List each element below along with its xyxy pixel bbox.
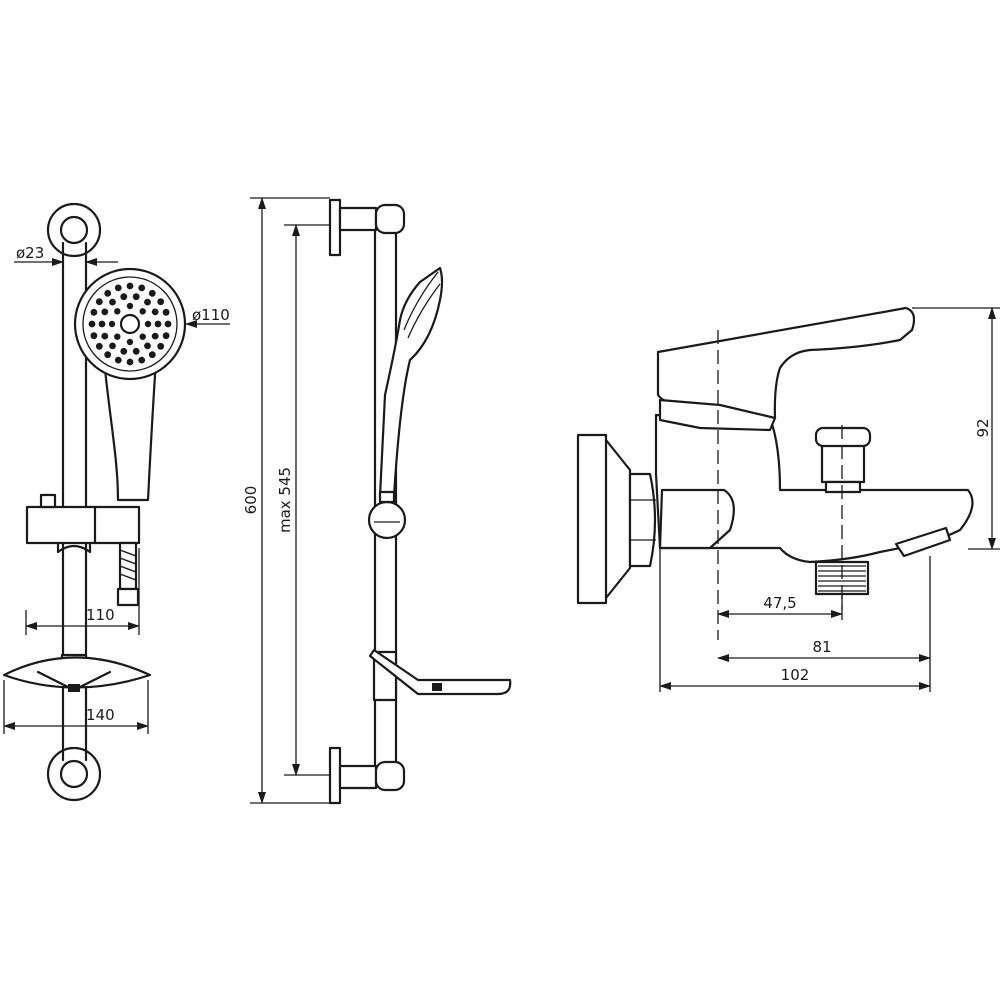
nozzle-dot <box>139 333 146 340</box>
bottom-bracket-inner <box>59 759 89 789</box>
nozzle-dot <box>144 320 152 328</box>
slider-holder-front <box>25 493 141 554</box>
shower-head-front <box>73 267 187 502</box>
bath-mixer: 92 47,5 81 102 <box>576 306 1000 692</box>
spray-nozzles <box>88 282 172 366</box>
nozzle-dot <box>157 342 165 350</box>
dim-mixer-spout: 81 <box>717 638 931 662</box>
shower-head-side <box>378 266 444 498</box>
nozzle-dot <box>126 358 134 366</box>
side-slider <box>367 490 407 540</box>
dim-rail-diameter: ø23 <box>14 244 118 266</box>
nozzle-dot <box>108 320 116 328</box>
soap-dish-width-label: 140 <box>86 706 115 724</box>
mixer-outlet-label: 47,5 <box>763 594 796 612</box>
nozzle-dot <box>138 356 146 364</box>
nozzle-dot <box>120 293 128 301</box>
nozzle-dot <box>138 284 146 292</box>
nozzle-dot <box>157 298 165 306</box>
mixer-wall-flange <box>576 433 632 605</box>
top-bracket-inner <box>59 215 89 245</box>
nozzle-dot <box>139 308 146 315</box>
dim-rail-length: 600 <box>242 197 330 804</box>
nozzle-dot <box>104 289 112 297</box>
nozzle-dot <box>88 320 96 328</box>
holder-width-label: 110 <box>86 606 115 624</box>
nozzle-dot <box>148 351 156 359</box>
front-view: ø23 ø110 110 140 <box>2 202 230 802</box>
side-view: 600 max 545 <box>242 197 512 805</box>
mixer-spout-tip <box>894 526 952 558</box>
mixer-spout-label: 81 <box>812 638 831 656</box>
dim-soap-dish-width: 140 <box>3 680 149 734</box>
mixer-diverter-knob <box>814 426 872 494</box>
nozzle-dot <box>162 332 170 340</box>
nozzle-dot <box>98 320 106 328</box>
nozzle-dot <box>109 298 116 306</box>
nozzle-dot <box>151 332 159 340</box>
nozzle-dot <box>154 320 162 328</box>
mixer-height-label: 92 <box>974 418 992 437</box>
nozzle-dot <box>126 282 134 290</box>
nozzle-dot <box>90 332 98 340</box>
top-bracket-outer <box>46 202 102 258</box>
mixer-total-label: 102 <box>781 666 810 684</box>
mixer-lever <box>656 306 916 420</box>
dim-max-adjust: max 545 <box>276 224 330 776</box>
dim-mixer-height: 92 <box>912 307 1000 550</box>
rail-diameter-label: ø23 <box>16 244 44 262</box>
nozzle-dot <box>101 308 109 316</box>
dim-head-diameter: ø110 <box>185 306 230 328</box>
dim-mixer-total: 102 <box>659 666 931 690</box>
dim-mixer-outlet: 47,5 <box>717 594 843 618</box>
mixer-hex-nut <box>628 472 657 568</box>
nozzle-dot <box>114 333 121 340</box>
nozzle-dot <box>144 342 151 350</box>
soap-dish-front <box>2 653 152 692</box>
nozzle-dot <box>95 298 103 306</box>
side-soap-dish <box>368 648 512 702</box>
nozzle-dot <box>114 284 122 292</box>
nozzle-dot <box>132 293 140 301</box>
nozzle-dot <box>104 351 112 359</box>
nozzle-dot <box>109 342 116 350</box>
rail-length-label: 600 <box>242 486 260 515</box>
max-adjust-label: max 545 <box>276 467 294 533</box>
head-diameter-label: ø110 <box>192 306 230 324</box>
side-top-bracket <box>328 198 406 257</box>
hose <box>116 541 140 607</box>
nozzle-dot <box>126 302 134 310</box>
nozzle-dot <box>144 298 151 306</box>
side-bottom-bracket <box>328 746 406 805</box>
nozzle-dot <box>164 320 172 328</box>
nozzle-dot <box>148 289 156 297</box>
bottom-bracket-outer <box>46 746 102 802</box>
mixer-body-cutout <box>658 488 735 550</box>
nozzle-dot <box>132 347 140 355</box>
nozzle-dot <box>95 342 103 350</box>
nozzle-dot <box>101 332 109 340</box>
nozzle-dot <box>151 308 159 316</box>
nozzle-dot <box>162 308 170 316</box>
nozzle-dot <box>120 347 128 355</box>
nozzle-dot <box>90 308 98 316</box>
nozzle-dot <box>114 308 121 315</box>
nozzle-dot <box>126 338 134 346</box>
dim-holder-width: 110 <box>25 548 140 635</box>
nozzle-dot <box>114 356 122 364</box>
